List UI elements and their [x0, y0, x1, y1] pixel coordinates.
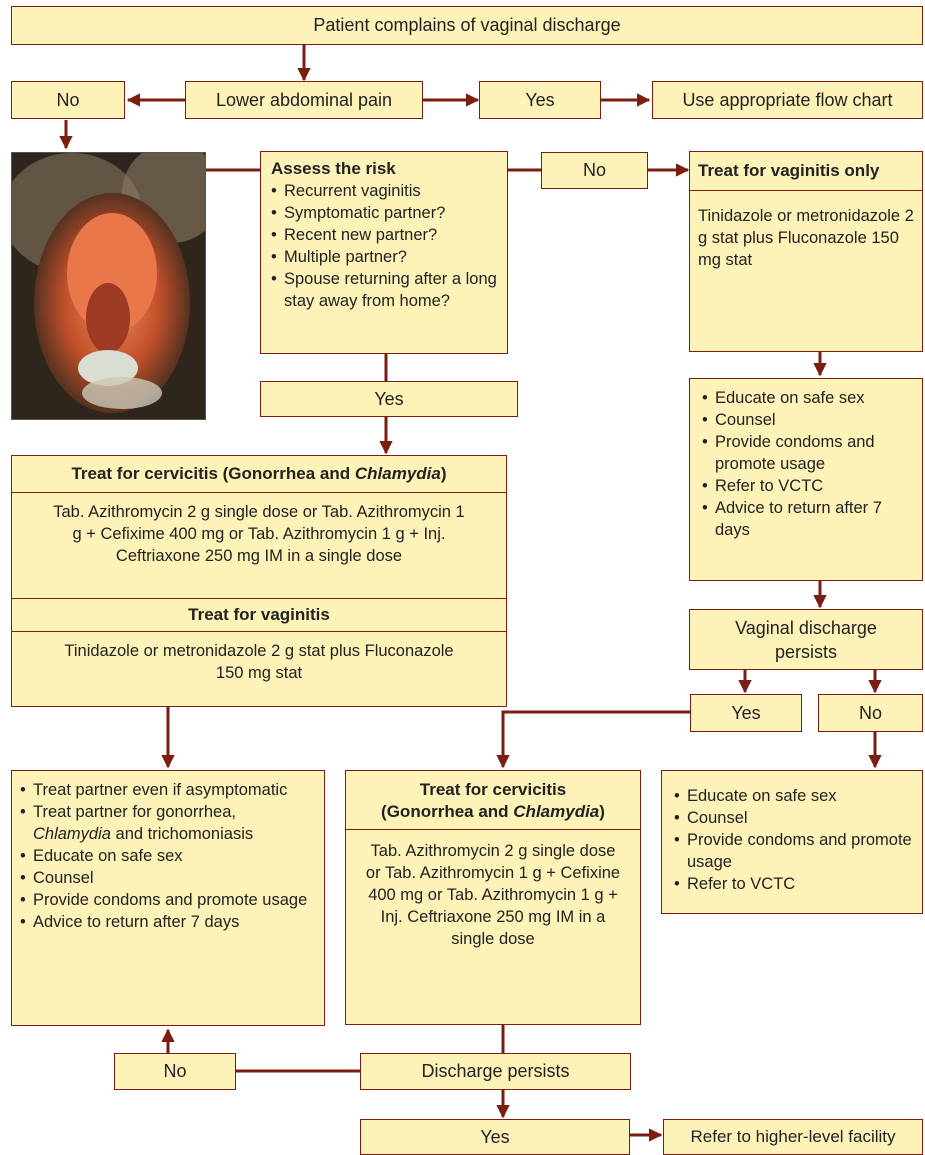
persist2-yes-node: Yes	[360, 1119, 630, 1155]
flowchart-label: Use appropriate flow chart	[682, 89, 893, 110]
persist-label-2: Discharge persists	[421, 1061, 570, 1081]
refer-node: Refer to higher-level facility	[663, 1119, 923, 1155]
cervicitis-title: Treat for cervicitis (Gonorrhea and Chla…	[71, 464, 447, 483]
education-list-1: Educate on safe sex Counsel Provide cond…	[702, 387, 916, 541]
persist2-no-node: No	[114, 1053, 236, 1090]
partner-item: Treat partner for gonorrhea, Chlamydia a…	[20, 801, 318, 845]
risk-item: Symptomatic partner?	[271, 202, 497, 224]
risk-no-label: No	[582, 160, 606, 180]
education-item: Educate on safe sex	[702, 387, 916, 409]
persist2-yes-label: Yes	[480, 1126, 510, 1147]
education-node-2: Educate on safe sex Counsel Provide cond…	[661, 770, 923, 914]
start-label: Patient complains of vaginal discharge	[313, 15, 621, 35]
risk-no-node: No	[541, 152, 648, 189]
cervicitis2-title: Treat for cervicitis (Gonorrhea and Chla…	[381, 780, 605, 821]
risk-list: Recurrent vaginitis Symptomatic partner?…	[271, 180, 497, 312]
risk-item: Spouse returning after a long stay away …	[271, 268, 497, 312]
pain-no-node: No	[11, 81, 125, 119]
partner-list: Treat partner even if asymptomatic Treat…	[20, 779, 318, 933]
vaginitis-only-title: Treat for vaginitis only	[698, 161, 880, 180]
education-item: Provide condoms and promote usage	[674, 829, 914, 873]
education-item: Refer to VCTC	[674, 873, 914, 895]
pain-no-label: No	[56, 89, 80, 110]
vaginitis-only-node: Treat for vaginitis only Tinidazole or m…	[689, 151, 923, 352]
cervicitis-node-2: Treat for cervicitis (Gonorrhea and Chla…	[345, 770, 641, 1025]
education-item: Counsel	[674, 807, 914, 829]
persist1-yes-label: Yes	[731, 702, 761, 723]
risk-title: Assess the risk	[271, 159, 396, 178]
persist-decision-2: Discharge persists	[360, 1053, 631, 1090]
education-list-2: Educate on safe sex Counsel Provide cond…	[674, 785, 914, 895]
partner-item: Provide condoms and promote usage	[20, 889, 318, 911]
clinical-photo-icon	[11, 152, 206, 420]
pain-decision: Lower abdominal pain	[185, 81, 423, 119]
partner-item: Counsel	[20, 867, 318, 889]
vaginitis-title: Treat for vaginitis	[12, 598, 506, 631]
persist1-no-node: No	[818, 694, 923, 732]
arrow-yes-to-cerv2	[496, 710, 690, 769]
vaginitis-regimen: Tinidazole or metronidazole 2 g stat plu…	[12, 631, 506, 684]
education-item: Counsel	[702, 409, 916, 431]
persist-decision-1: Vaginal discharge persists	[689, 609, 923, 670]
partner-treatment-node: Treat partner even if asymptomatic Treat…	[11, 770, 325, 1026]
pain-label: Lower abdominal pain	[215, 89, 393, 110]
education-item: Advice to return after 7 days	[702, 497, 916, 541]
persist2-no-label: No	[163, 1061, 187, 1081]
cervicitis-regimen: Tab. Azithromycin 2 g single dose or Tab…	[12, 492, 506, 598]
flowchart-node: Use appropriate flow chart	[652, 81, 923, 119]
education-item: Educate on safe sex	[674, 785, 914, 807]
start-node: Patient complains of vaginal discharge	[11, 6, 923, 45]
cervicitis-vaginitis-node: Treat for cervicitis (Gonorrhea and Chla…	[11, 455, 507, 707]
education-item: Provide condoms and promote usage	[702, 431, 916, 475]
partner-item: Advice to return after 7 days	[20, 911, 318, 933]
risk-assessment-node: Assess the risk Recurrent vaginitis Symp…	[260, 151, 508, 354]
education-item: Refer to VCTC	[702, 475, 916, 497]
risk-yes-label: Yes	[374, 388, 404, 409]
vaginitis-only-text: Tinidazole or metronidazole 2 g stat plu…	[690, 190, 922, 271]
risk-yes-node: Yes	[260, 381, 518, 417]
education-node-1: Educate on safe sex Counsel Provide cond…	[689, 378, 923, 581]
partner-item: Treat partner even if asymptomatic	[20, 779, 318, 801]
persist1-no-label: No	[858, 702, 882, 723]
risk-item: Multiple partner?	[271, 246, 497, 268]
refer-label: Refer to higher-level facility	[690, 1127, 896, 1146]
persist-label-1: Vaginal discharge persists	[735, 617, 877, 662]
pain-yes-node: Yes	[479, 81, 601, 119]
partner-item: Educate on safe sex	[20, 845, 318, 867]
pain-yes-label: Yes	[525, 89, 555, 110]
risk-item: Recent new partner?	[271, 224, 497, 246]
risk-item: Recurrent vaginitis	[271, 180, 497, 202]
cervicitis2-regimen: Tab. Azithromycin 2 g single dose or Tab…	[346, 829, 640, 950]
persist1-yes-node: Yes	[690, 694, 802, 732]
